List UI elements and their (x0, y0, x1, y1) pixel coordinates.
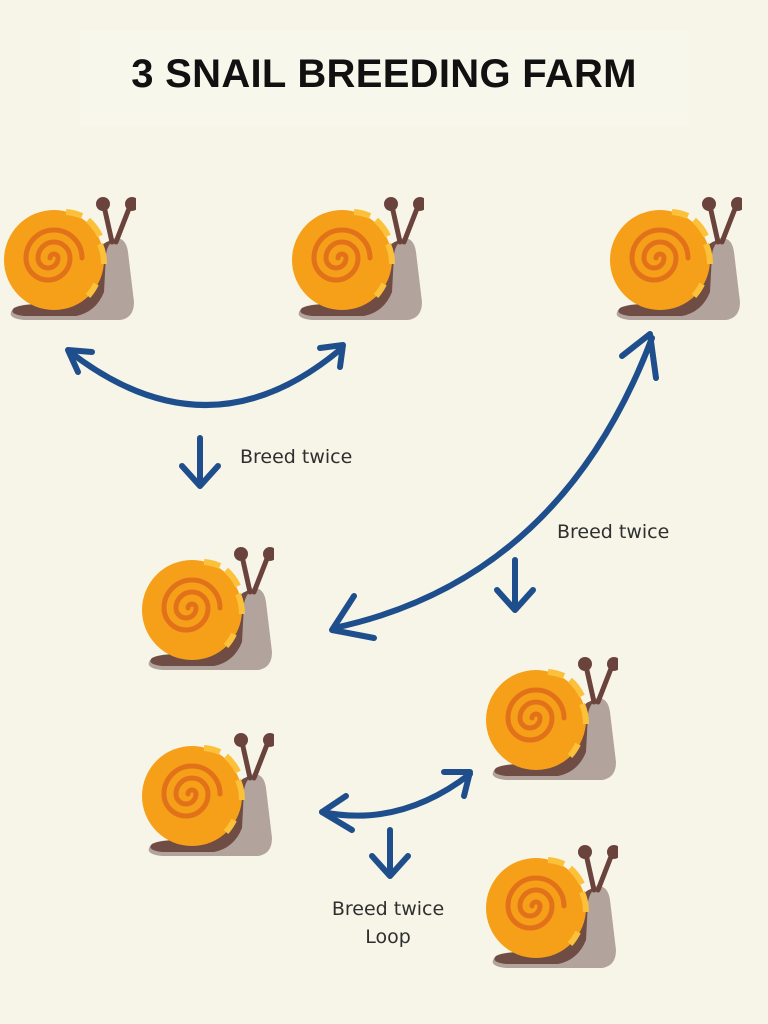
down-arrow-icon (182, 438, 218, 486)
double-arrow-icon (68, 345, 343, 405)
breed-label-right: Breed twice (557, 518, 669, 546)
breed-label-bottom: Breed twice (318, 895, 458, 923)
double-arrow-icon (332, 334, 656, 638)
double-arrow-icon (322, 772, 470, 830)
breed-label-left: Breed twice (240, 443, 352, 471)
breed-loop-label: Breed twice Loop (318, 895, 458, 951)
loop-label: Loop (318, 923, 458, 951)
down-arrow-icon (497, 560, 533, 610)
down-arrow-icon (372, 830, 408, 876)
